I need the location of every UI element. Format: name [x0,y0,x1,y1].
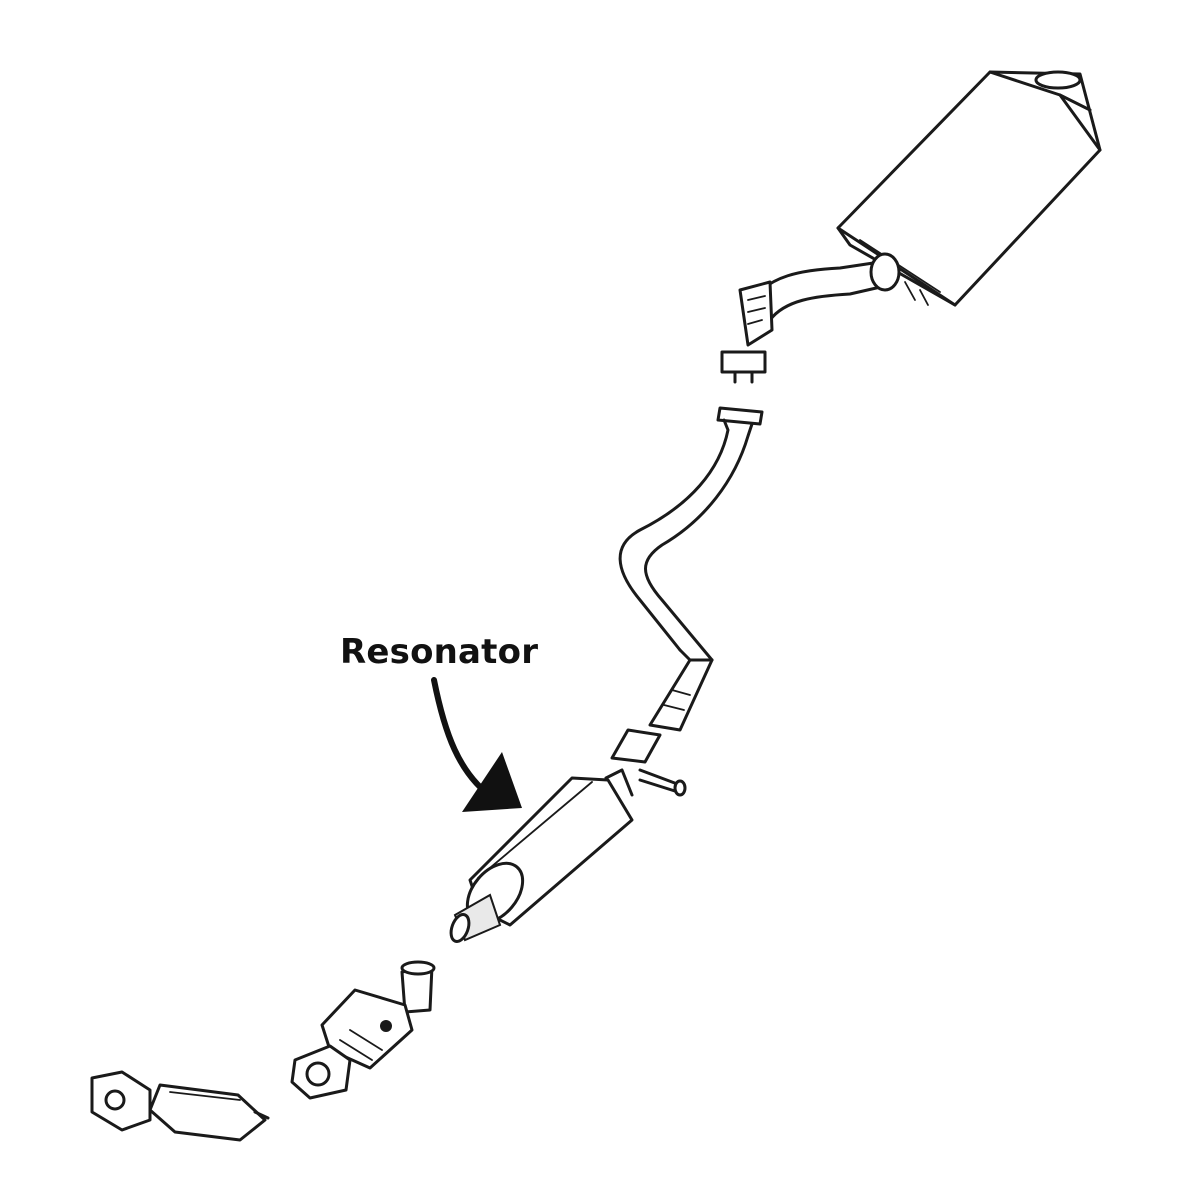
front-catalytic-converter [90,1070,270,1142]
sensor-port [673,779,687,797]
pipe-clamp [610,728,662,764]
intermediate-pipe-hanger [648,658,714,732]
resonator-inlet [449,913,471,943]
tailpipe-tip [1034,70,1082,90]
resonator-label: Resonator [340,632,539,672]
resonator-callout-arrow [431,677,522,812]
o2-sensor-bung [380,1020,392,1032]
resonator [449,768,634,943]
rear-pipe-hanger [738,280,774,347]
rear-pipe-assembly [720,252,901,384]
intermediate-pipe [610,406,764,797]
intermediate-pipe-flange [716,406,764,426]
rear-pipe-flange [720,350,767,374]
rear-muffler [836,70,1102,307]
catalytic-converter [290,960,436,1100]
